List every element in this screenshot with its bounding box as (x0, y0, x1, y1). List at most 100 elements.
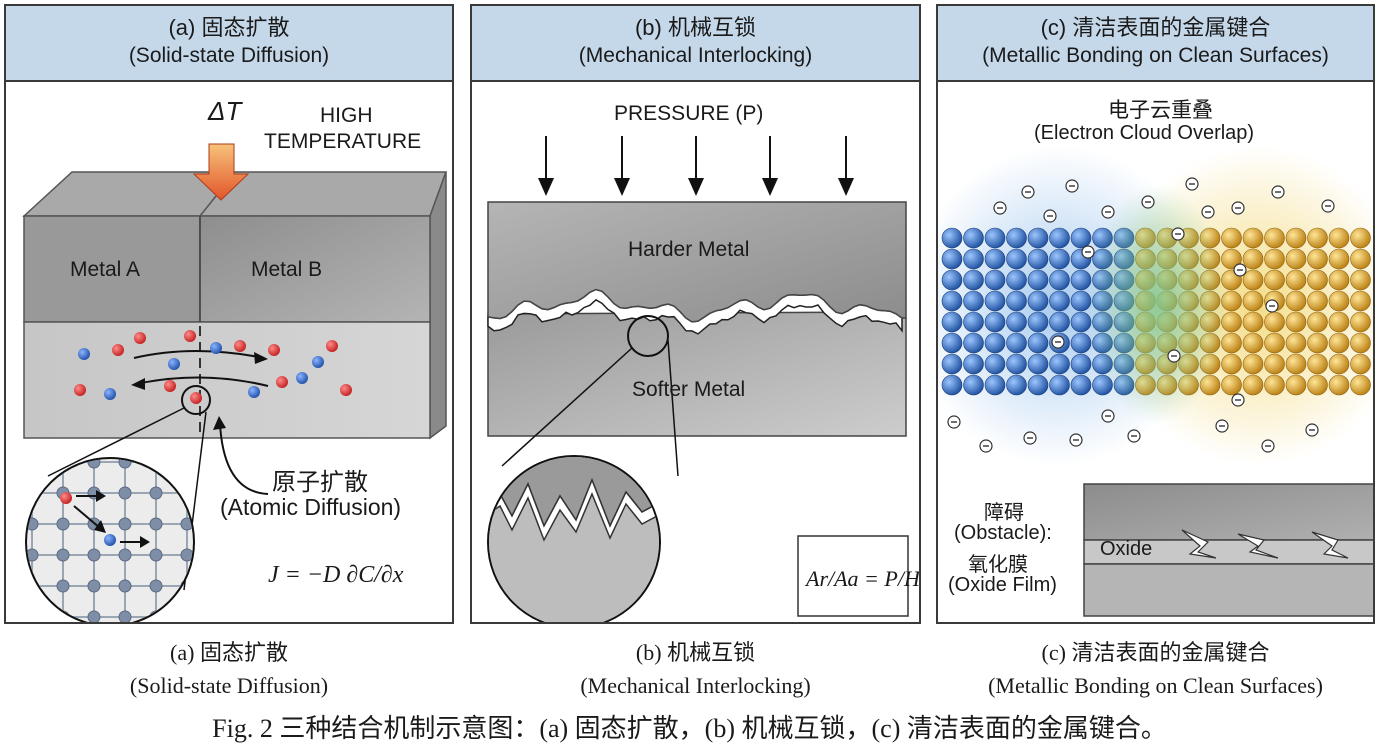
atom-red (134, 332, 146, 344)
atom-blue (1070, 290, 1092, 312)
electrons (947, 177, 1335, 453)
atom-gold (1350, 227, 1371, 249)
atom-gold (1242, 353, 1264, 375)
harder-metal-label: Harder Metal (628, 238, 750, 261)
atom-gold (1221, 374, 1242, 396)
atom-blue (1049, 248, 1070, 270)
atom-blue (104, 388, 116, 400)
atom-blue (78, 348, 90, 360)
lattice-site (149, 459, 163, 469)
atom-blue (963, 227, 984, 249)
atom-gold (1264, 227, 1285, 249)
atom-gold (1328, 227, 1350, 249)
atom-blue (1006, 227, 1027, 249)
pressure-arrow (614, 178, 630, 196)
atom-gold (1328, 353, 1350, 375)
atom-blue (963, 311, 984, 333)
atom-blue (1006, 248, 1027, 270)
caption-a: (a) 固态扩散 (Solid-state Diffusion) (4, 636, 454, 702)
atom-blue (1006, 332, 1027, 354)
oxide-lower-metal (1083, 563, 1373, 617)
atom-gold (1242, 311, 1264, 333)
panel-a: (a) 固态扩散 (Solid-state Diffusion) (4, 4, 454, 624)
diffusing-atoms (74, 330, 352, 404)
lattice-site (27, 486, 39, 500)
lattice-site (27, 610, 39, 622)
lattice-site (56, 517, 70, 531)
atom-gold (1285, 311, 1307, 333)
atom-gold (1307, 353, 1328, 375)
lattice-site (118, 517, 132, 531)
atom-gold (1350, 374, 1371, 396)
lattice-site (180, 486, 193, 500)
contact-ratio-equation: Ar/Aa = P/H (806, 566, 920, 591)
atom-blue (1027, 332, 1049, 354)
atom-blue (1049, 311, 1070, 333)
atom-gold (1328, 290, 1350, 312)
oxide-label: Oxide (1100, 538, 1153, 560)
atom-blue (1070, 332, 1092, 354)
caption-b-en: (Mechanical Interlocking) (580, 673, 811, 698)
metal-b-label: Metal B (251, 258, 323, 281)
atom-blue (1006, 290, 1027, 312)
atom-blue (248, 386, 260, 398)
atom-blue (984, 353, 1006, 375)
atom-blue (984, 311, 1006, 333)
atom-gold (1350, 353, 1371, 375)
atom-gold (1350, 248, 1371, 270)
lattice-site (27, 548, 39, 562)
atom-blue (963, 353, 984, 375)
atom-gold (1242, 332, 1264, 354)
high-temp-label-1: HIGH (320, 104, 373, 127)
atom-gold (1328, 311, 1350, 333)
atom-blue (941, 311, 963, 333)
atom-gold (1328, 248, 1350, 270)
atom-blue (1049, 290, 1070, 312)
atom-blue (1070, 311, 1092, 333)
atom-red (268, 344, 280, 356)
atom-blue (1027, 269, 1049, 291)
atom-gold (1350, 332, 1371, 354)
atom-gold (1328, 269, 1350, 291)
atom-blue (941, 248, 963, 270)
caption-b: (b) 机械互锁 (Mechanical Interlocking) (470, 636, 921, 702)
atom-gold (1242, 374, 1264, 396)
lattice-site (87, 548, 101, 562)
diffusion-zone (23, 321, 431, 439)
figure-caption: Fig. 2 三种结合机制示意图：(a) 固态扩散，(b) 机械互锁，(c) 清… (212, 714, 1167, 743)
panel-a-illustration (22, 143, 448, 622)
atom-gold (1264, 353, 1285, 375)
atom-blue (963, 248, 984, 270)
atom-red (190, 392, 202, 404)
atom-red (276, 376, 288, 388)
atom-red (234, 340, 246, 352)
atom-blue (312, 356, 324, 368)
metal-a-label: Metal A (70, 258, 141, 281)
panel-c: (c) 清洁表面的金属键合 (Metallic Bonding on Clean… (936, 4, 1375, 624)
panel-b-header: (b) 机械互锁 (Mechanical Interlocking) (472, 6, 919, 82)
atom-blue (984, 227, 1006, 249)
atom-gold (1221, 227, 1242, 249)
atom-gold (1221, 353, 1242, 375)
atom-gold (1264, 269, 1285, 291)
atom-blue (1006, 374, 1027, 396)
atom-gold (1285, 374, 1307, 396)
atom-blue (1070, 269, 1092, 291)
atom-blue (1070, 374, 1092, 396)
atom-gold (1285, 332, 1307, 354)
atom-gold (1285, 248, 1307, 270)
atom-gold (1307, 374, 1328, 396)
atom-gold (1242, 248, 1264, 270)
atom-gold (1285, 227, 1307, 249)
atom-blue (963, 374, 984, 396)
atom-gold (1285, 353, 1307, 375)
lattice-site (180, 548, 193, 562)
atom-blue (941, 269, 963, 291)
atom-blue (1049, 353, 1070, 375)
lattice-site (87, 459, 101, 469)
caption-c-zh: (c) 清洁表面的金属键合 (1041, 640, 1270, 665)
caption-c: (c) 清洁表面的金属键合 (Metallic Bonding on Clean… (936, 636, 1375, 702)
atom-gold (1350, 311, 1371, 333)
atom-blue (1027, 290, 1049, 312)
softer-metal-label: Softer Metal (632, 378, 746, 401)
